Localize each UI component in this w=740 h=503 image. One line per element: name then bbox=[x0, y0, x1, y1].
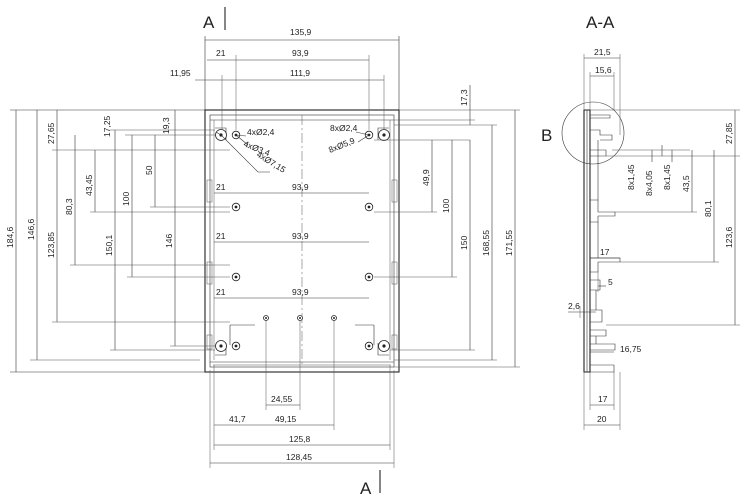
callout-small-a: 4xØ2,4 bbox=[247, 127, 275, 137]
detail-b-label: B bbox=[541, 126, 552, 145]
front-left-dim-12: 146 bbox=[164, 234, 174, 248]
front-inner-dim-2: 93,9 bbox=[292, 182, 309, 192]
section-bottom-dim-1: 17 bbox=[598, 394, 608, 404]
front-left-dim-10: 50 bbox=[144, 165, 154, 175]
section-top-dimension-lines bbox=[583, 54, 621, 135]
front-top-dim-3: 93,9 bbox=[292, 48, 309, 58]
front-top-dim-2: 21 bbox=[216, 48, 226, 58]
front-left-dim-6: 80,3 bbox=[64, 198, 74, 215]
front-top-dim-4: 11,95 bbox=[170, 68, 191, 78]
front-right-dim-5: 168,55 bbox=[481, 230, 491, 256]
front-inner-dim-5: 21 bbox=[216, 287, 226, 297]
front-right-dimension-lines bbox=[374, 85, 520, 368]
section-inner-dim-4: 16,75 bbox=[620, 344, 642, 354]
section-right-dim-7: 123,6 bbox=[724, 226, 734, 248]
section-inner-dim-2: 5 bbox=[608, 277, 613, 287]
front-left-dim-2: 146,6 bbox=[26, 218, 36, 240]
cut-marker-bottom-label: A bbox=[360, 479, 372, 498]
section-cut-markers bbox=[224, 7, 381, 493]
callout-pillar: 8xØ5,9 bbox=[327, 135, 356, 155]
front-left-dim-11: 19,3 bbox=[161, 117, 171, 134]
front-inner-dimension-lines bbox=[214, 192, 369, 299]
section-right-dimension-lines bbox=[590, 109, 740, 326]
front-bottom-dim-4: 125,8 bbox=[289, 434, 311, 444]
front-right-dim-6: 171,55 bbox=[504, 230, 514, 256]
front-inner-dim-3: 21 bbox=[216, 231, 226, 241]
front-left-dim-8: 150,1 bbox=[104, 234, 114, 256]
section-inner-dimension-lines bbox=[568, 257, 620, 353]
section-inner-dim-3: 2,6 bbox=[568, 301, 580, 311]
front-left-dim-1: 184,6 bbox=[5, 226, 15, 248]
section-bottom-dim-2: 20 bbox=[597, 414, 607, 424]
front-bottom-dim-1: 24,55 bbox=[271, 394, 293, 404]
front-bottom-dim-3: 49,15 bbox=[275, 414, 297, 424]
section-bottom-dimension-lines bbox=[583, 372, 621, 430]
section-right-dim-6: 80,1 bbox=[703, 200, 713, 217]
front-right-dim-3: 100 bbox=[441, 199, 451, 213]
front-top-dimension-lines bbox=[195, 36, 400, 130]
section-top-dim-1: 21,5 bbox=[594, 47, 611, 57]
detail-b-circle bbox=[561, 101, 625, 165]
front-bottom-dim-5: 128,45 bbox=[286, 452, 312, 462]
front-inner-dim-6: 93,9 bbox=[292, 287, 309, 297]
front-left-dim-4: 123,85 bbox=[46, 232, 56, 258]
front-bottom-dim-2: 41,7 bbox=[229, 414, 246, 424]
cut-marker-top-label: A bbox=[203, 13, 215, 32]
front-right-dim-1: 17,3 bbox=[459, 89, 469, 106]
section-right-dim-1: 27,85 bbox=[724, 122, 734, 144]
section-inner-dim-1: 17 bbox=[600, 247, 610, 257]
section-right-dim-5: 43,5 bbox=[681, 175, 691, 192]
section-right-dim-2: 8x1,45 bbox=[626, 164, 636, 190]
front-left-dim-3: 27,65 bbox=[46, 122, 56, 144]
front-right-dim-4: 150 bbox=[459, 236, 469, 250]
front-left-dim-7: 43,45 bbox=[84, 174, 94, 196]
front-left-dimension-lines bbox=[10, 109, 230, 373]
front-top-dim-1: 135,9 bbox=[290, 27, 312, 37]
callout-small-b: 8xØ2,4 bbox=[330, 123, 358, 133]
front-top-dim-5: 111,9 bbox=[290, 68, 310, 78]
front-inner-dim-4: 93,9 bbox=[292, 231, 309, 241]
section-view-profile bbox=[583, 109, 621, 373]
front-right-dim-2: 49,9 bbox=[421, 169, 431, 186]
front-left-dim-9: 100 bbox=[121, 192, 131, 206]
section-top-dim-2: 15,6 bbox=[595, 65, 612, 75]
front-bottom-dimension-lines bbox=[209, 320, 395, 468]
hole-callout-leaders bbox=[215, 131, 370, 173]
section-view-title: A-A bbox=[586, 13, 615, 32]
section-right-dim-3: 8x4,05 bbox=[644, 170, 654, 196]
front-left-dim-5: 17,25 bbox=[102, 115, 112, 137]
front-inner-dim-1: 21 bbox=[216, 182, 226, 192]
callout-large: 4xØ7,15 bbox=[255, 149, 288, 175]
section-right-dim-4: 8x1,45 bbox=[662, 164, 672, 190]
